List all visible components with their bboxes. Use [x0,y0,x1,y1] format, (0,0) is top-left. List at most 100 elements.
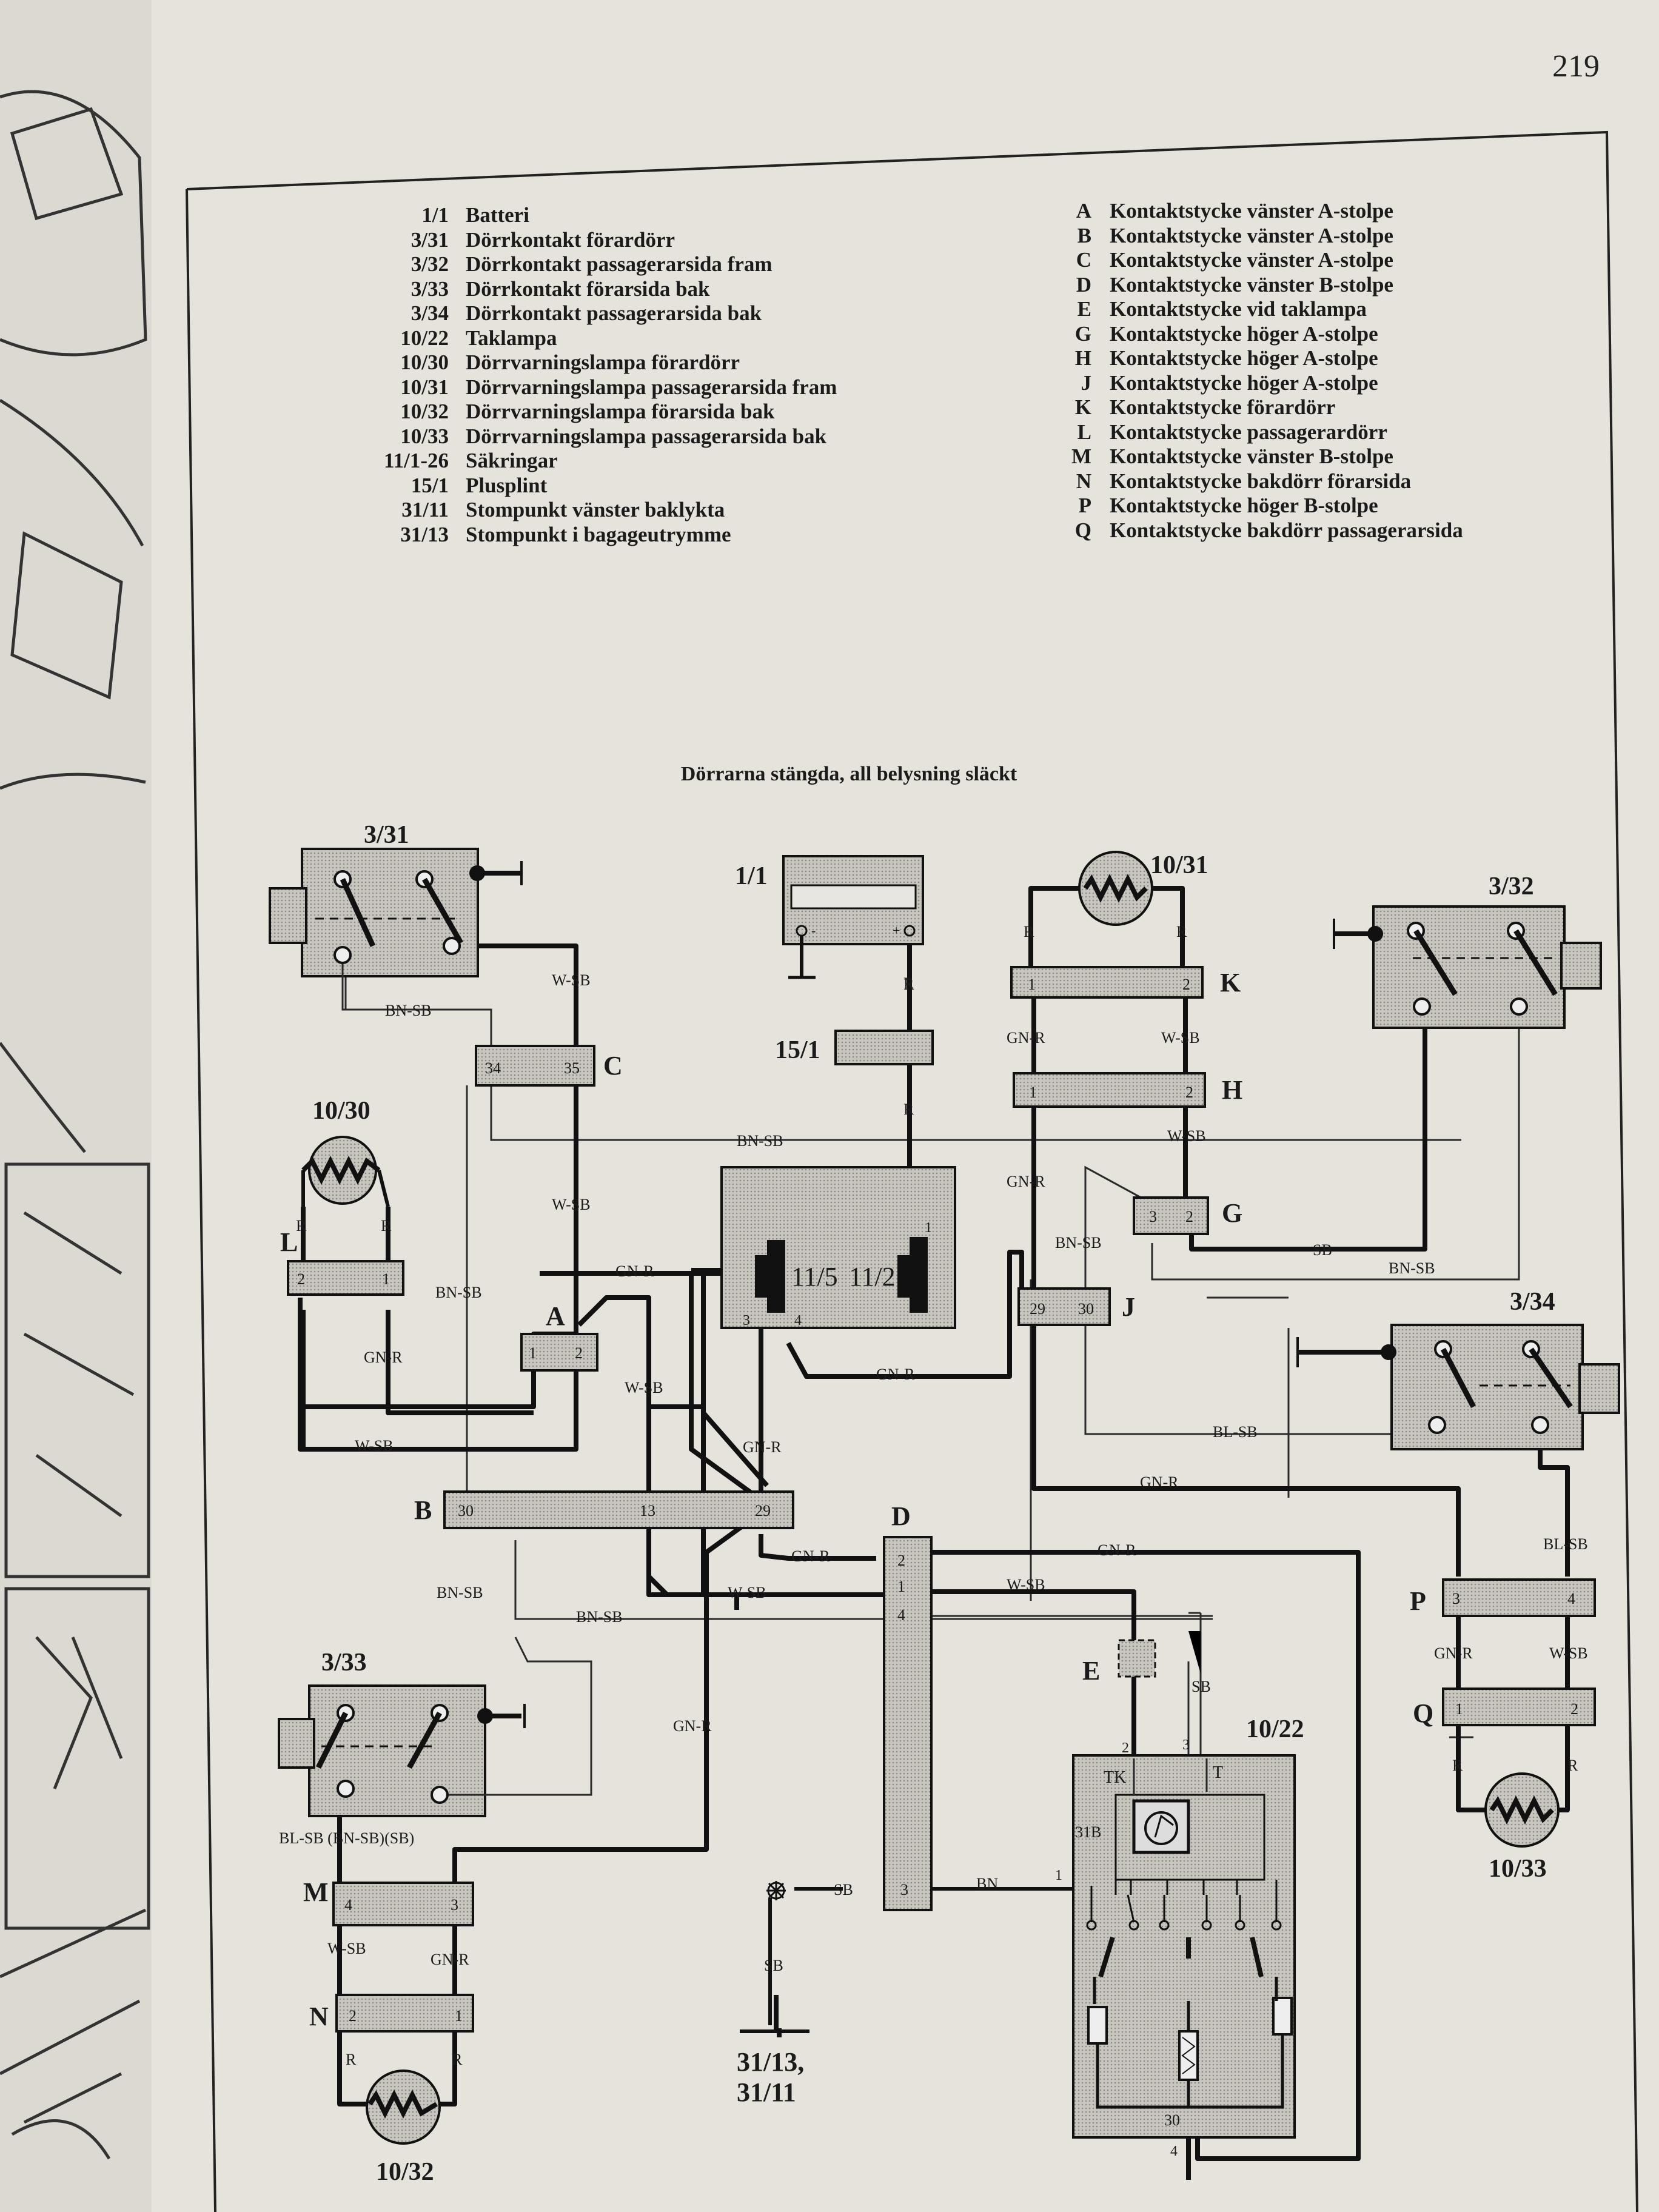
legend-connector-row: N Kontaktstycke bakdörr förarsida [1067,469,1463,494]
svg-text:M: M [303,1877,329,1907]
legend-connector-code: C [1076,248,1091,272]
legend-connector-code: L [1077,420,1091,444]
svg-text:2: 2 [1182,976,1190,993]
legend-connector-text: Kontaktstycke bakdörr förarsida [1110,469,1412,493]
svg-text:1: 1 [1028,976,1036,993]
door-switch-3-34: 3/34 [1296,1288,1620,1450]
svg-text:2: 2 [1185,1084,1193,1101]
legend-connector-row: M Kontaktstycke vänster B-stolpe [1067,444,1463,469]
svg-text:R: R [1176,923,1187,940]
legend-component-text: Stompunkt i bagageutrymme [466,522,731,546]
svg-text:2: 2 [575,1344,583,1362]
battery-1-1: - + 1/1 [735,855,924,979]
svg-text:L: L [280,1227,298,1257]
svg-text:GN-R: GN-R [743,1438,782,1456]
legend-component-text: Dörrkontakt passagerarsida bak [466,301,762,325]
svg-text:3: 3 [743,1313,750,1329]
svg-text:BN-SB: BN-SB [576,1608,623,1626]
door-switch-3-31: 3/31 [269,821,523,977]
svg-text:34: 34 [485,1059,501,1077]
svg-text:W-SB: W-SB [1549,1644,1588,1662]
svg-text:W-SB: W-SB [552,971,591,989]
svg-text:4: 4 [344,1896,352,1914]
svg-text:4: 4 [1170,2143,1178,2159]
svg-text:W-SB: W-SB [1167,1127,1206,1145]
legend-connector-code: A [1076,199,1091,223]
svg-text:BN-SB: BN-SB [1055,1234,1102,1252]
legend-connector-text: Kontaktstycke vänster A-stolpe [1110,199,1393,223]
legend-connector-code: D [1076,272,1091,297]
label-3-32: 3/32 [1489,873,1534,900]
svg-text:GN-R: GN-R [615,1262,654,1280]
svg-text:SB: SB [1191,1678,1211,1695]
legend-component-row: 11/1-26 Säkringar [303,449,837,474]
svg-text:R: R [903,1101,914,1118]
legend-component-code: 10/30 [400,350,449,374]
legend-connector-code: N [1076,469,1091,493]
legend-connector-text: Kontaktstycke vänster B-stolpe [1110,444,1393,468]
svg-text:30: 30 [1078,1300,1094,1318]
svg-text:TK: TK [1104,1768,1126,1787]
legend-connector-code: M [1071,444,1091,468]
svg-text:BN-SB: BN-SB [437,1584,483,1601]
legend-component-text: Säkringar [466,449,558,472]
svg-text:+: + [893,923,900,938]
label-10-32: 10/32 [376,2158,434,2186]
legend-component-text: Dörrvarningslampa förarsida bak [466,400,775,423]
svg-text:1: 1 [925,1220,932,1236]
svg-text:R: R [1567,1757,1578,1774]
svg-text:1: 1 [1455,1700,1463,1718]
connector-letters: K H C G L A J B D E P Q M N [280,968,1433,2031]
legend-connector-text: Kontaktstycke bakdörr passagerarsida [1110,518,1463,542]
lamp-10-33: 10/33 [1484,1772,1560,1883]
diagram-title: Dörrarna stängda, all belysning släckt [680,763,1017,785]
svg-text:30: 30 [458,1502,474,1520]
label-10-31: 10/31 [1150,851,1208,879]
label-10-22: 10/22 [1246,1715,1304,1743]
svg-text:-: - [811,923,816,938]
svg-text:B: B [414,1495,432,1525]
svg-text:W-SB: W-SB [728,1584,766,1601]
svg-text:1: 1 [382,1270,390,1288]
svg-text:R: R [903,976,914,993]
svg-text:4: 4 [794,1313,802,1329]
svg-text:GN-R: GN-R [791,1547,830,1565]
svg-text:2: 2 [1122,1740,1129,1756]
svg-text:R: R [1024,923,1034,940]
svg-text:GN-R: GN-R [673,1717,712,1735]
label-3-33: 3/33 [321,1649,367,1677]
svg-text:SB: SB [1313,1241,1332,1259]
svg-text:BN-SB: BN-SB [737,1132,783,1150]
legend-component-code: 10/31 [400,375,449,399]
svg-text:H: H [1222,1075,1242,1105]
svg-text:GN-R: GN-R [1434,1644,1473,1662]
legend-connector-text: Kontaktstycke höger A-stolpe [1110,370,1378,395]
svg-text:3: 3 [900,1881,908,1899]
svg-text:W-SB: W-SB [552,1196,591,1213]
label-11-2: 11/2 [849,1262,896,1292]
svg-text:30: 30 [1164,2111,1180,2129]
legend-connector-code: G [1074,321,1091,346]
legend-component-code: 1/1 [421,203,449,227]
svg-text:31B: 31B [1075,1823,1101,1841]
facing-page-fragment [0,0,152,2212]
svg-text:BL-SB: BL-SB [1543,1535,1588,1553]
legend-component-code: 11/1-26 [384,449,449,472]
legend-connector-code: H [1074,346,1091,370]
svg-text:D: D [891,1501,911,1531]
legend-component-code: 3/34 [411,301,449,325]
svg-text:35: 35 [564,1059,580,1077]
legend-component-row: 3/34 Dörrkontakt passagerarsida bak [303,301,837,326]
legend-component-code: 3/31 [411,227,449,252]
svg-text:R: R [346,2051,357,2068]
legend-connector-text: Kontaktstycke vänster A-stolpe [1110,248,1393,272]
